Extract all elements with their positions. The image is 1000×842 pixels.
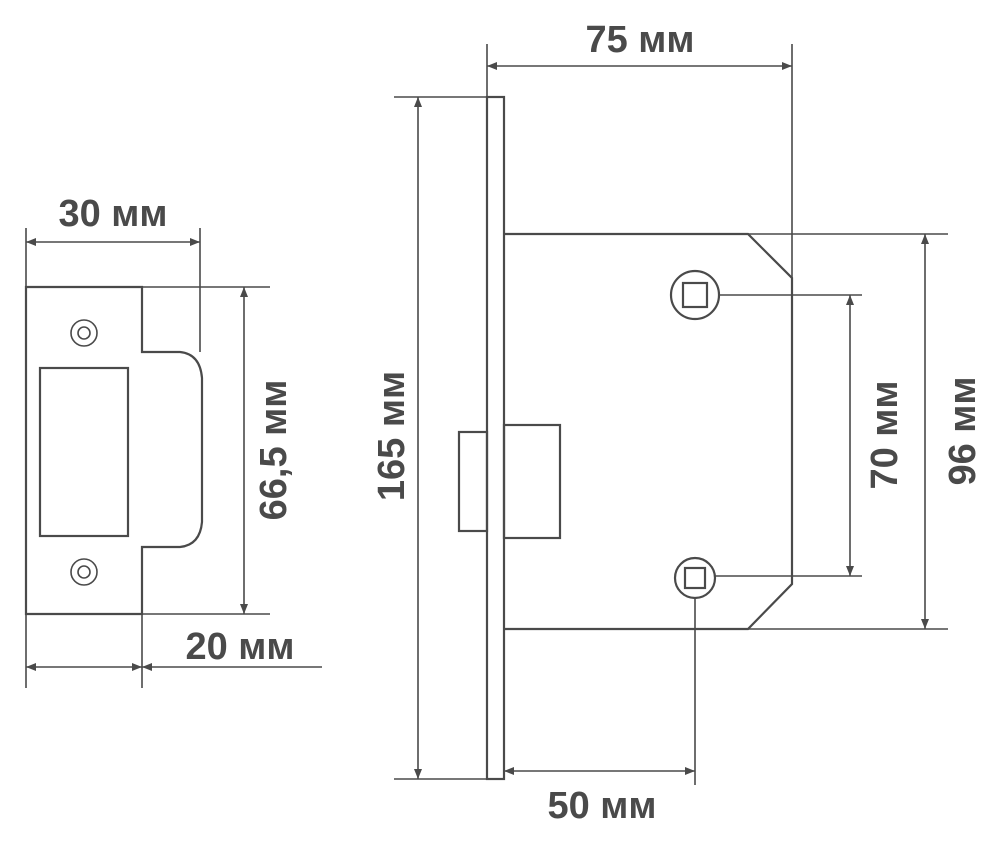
- strike-plate-screw-top: [70, 319, 98, 347]
- lock-faceplate: [485, 95, 506, 781]
- backset-total-label: 75 мм: [585, 19, 694, 61]
- dimension-strike-plate-width: 20 мм: [25, 614, 322, 688]
- spindle-hole-top: [669, 269, 721, 321]
- dimension-faceplate-height: 165 мм: [371, 96, 487, 780]
- strike-plate-screw-bottom: [70, 558, 98, 586]
- dimension-handle-spacing: 70 мм: [715, 294, 906, 577]
- backset-label: 50 мм: [547, 785, 656, 827]
- handle-spacing-label: 70 мм: [864, 380, 906, 489]
- body-height-label: 96 мм: [942, 376, 984, 485]
- strike-plate: [24, 285, 204, 616]
- spindle-hole-bottom: [673, 556, 717, 600]
- dimension-strike-height: 66,5 мм: [142, 286, 295, 615]
- strike-width-label: 30 мм: [58, 193, 167, 235]
- strike-plate-width-label: 20 мм: [185, 626, 294, 668]
- dimension-strike-width: 30 мм: [25, 193, 201, 352]
- lock-case: [504, 232, 794, 631]
- dimension-backset-total: 75 мм: [486, 19, 793, 278]
- strike-height-label: 66,5 мм: [253, 380, 295, 521]
- dimension-body-height: 96 мм: [748, 233, 984, 630]
- faceplate-height-label: 165 мм: [371, 371, 413, 501]
- strike-plate-slot: [38, 366, 130, 538]
- dimension-backset: 50 мм: [504, 598, 696, 827]
- latch-bolt: [457, 423, 562, 540]
